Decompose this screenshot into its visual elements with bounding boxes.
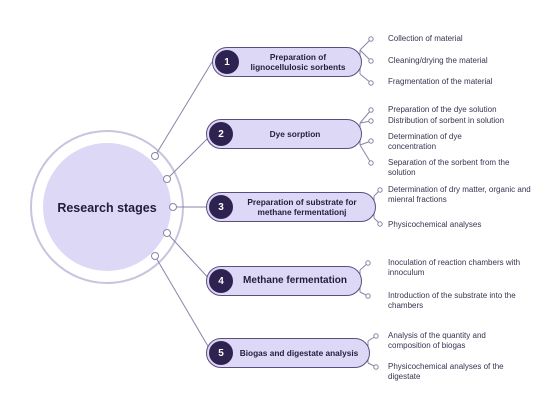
- branch-node-5b: [373, 364, 379, 370]
- stage-2-item-2: Distribution of sorbent in solution: [388, 116, 505, 125]
- stage-2-item-3: Determination of dye concentration: [388, 132, 462, 151]
- branch-node-4b: [365, 293, 371, 299]
- connector-5: [154, 255, 213, 354]
- center-label: Research stages: [57, 201, 157, 215]
- stage-2-item-1: Preparation of the dye solution: [388, 105, 497, 114]
- branch-node-1b: [368, 58, 374, 64]
- stage-4-item-1: Inoculation of reaction chambers with in…: [388, 258, 521, 277]
- stage-5-label: Biogas and digestate analysis: [239, 348, 359, 358]
- stage-3-pill: 3 Preparation of substrate for methane f…: [206, 192, 376, 222]
- stage-2-item-4: Separation of the sorbent from the solut…: [388, 158, 510, 177]
- stage-5-item-1: Analysis of the quantity and composition…: [388, 331, 486, 350]
- stage-3-item-1: Determination of dry matter, organic and…: [388, 185, 531, 204]
- stage-1-label: Preparation of lignocellulosic sorbents: [250, 52, 346, 72]
- stage-1-item-3: Fragmentation of the material: [388, 77, 493, 86]
- branch-node-4a: [365, 260, 371, 266]
- branch-node-1c: [368, 80, 374, 86]
- branch-node-2c: [368, 138, 374, 144]
- center-disc-shape: [43, 143, 171, 271]
- stage-5-pill: 5 Biogas and digestate analysis: [206, 338, 370, 368]
- branch-node-3b: [377, 221, 383, 227]
- stage-2-number: 2: [209, 122, 233, 146]
- ring-node-2: [163, 175, 171, 183]
- branch-node-1a: [368, 36, 374, 42]
- connector-4: [166, 232, 213, 283]
- stage-3-number: 3: [209, 195, 233, 219]
- stage-1-number: 1: [215, 50, 239, 74]
- branch-node-5a: [373, 333, 379, 339]
- ring-node-1: [151, 152, 159, 160]
- stage-1-pill: 1 Preparation of lignocellulosic sorbent…: [212, 47, 362, 77]
- branch-1: [359, 38, 372, 84]
- branch-node-2d: [368, 160, 374, 166]
- stage-1-item-2: Cleaning/drying the material: [388, 56, 488, 65]
- ring-node-4: [163, 229, 171, 237]
- stage-2-label: Dye sorption: [269, 129, 321, 139]
- stage-4-item-2: Introduction of the substrate into the c…: [388, 291, 516, 310]
- ring-node-5: [151, 252, 159, 260]
- ring-node-3: [169, 203, 177, 211]
- stage-3-label: Preparation of substrate for methane fer…: [247, 197, 357, 217]
- connector-2: [166, 133, 213, 180]
- stage-4-label: Methane fermentation: [243, 275, 347, 286]
- stage-5-item-2: Physicochemical analyses of the digestat…: [388, 362, 504, 381]
- branch-node-2a: [368, 107, 374, 113]
- stage-5-number: 5: [209, 341, 233, 365]
- stage-2-pill: 2 Dye sorption: [206, 119, 362, 149]
- connector-1: [154, 61, 213, 157]
- branch-node-3a: [377, 187, 383, 193]
- stage-4-pill: 4 Methane fermentation: [206, 266, 362, 296]
- stage-4-number: 4: [209, 269, 233, 293]
- stage-3-item-2: Physicochemical analyses: [388, 220, 482, 229]
- stage-1-item-1: Collection of material: [388, 34, 463, 43]
- branch-2: [359, 109, 372, 164]
- branch-node-2b: [368, 118, 374, 124]
